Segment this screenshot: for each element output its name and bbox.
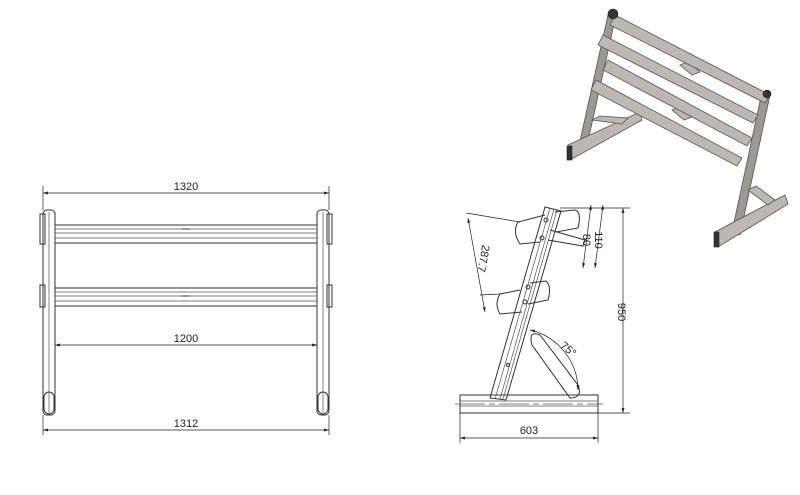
right-foot [317,391,329,415]
dim-line-110 [594,204,604,269]
angle-arc [529,329,580,391]
dim-287-7: 287.7 [475,244,492,273]
iso-lower-front-bar [590,79,743,167]
dim-line-80 [582,204,592,269]
right-upright [316,209,330,416]
isometric-view [566,8,789,248]
dim-75-deg: 75° [558,340,578,360]
lower-bar [54,287,318,307]
dim-950: 950 [615,303,627,321]
dim-line-287-7 [467,217,486,313]
dim-110: 110 [592,231,604,249]
iso-top-front-bar [597,34,759,124]
dim-603: 603 [520,425,538,437]
dim-1320: 1320 [174,181,198,193]
iso-lower-back-bar [602,59,753,147]
iso-top-back-bar [609,14,771,104]
front-view: 1320 1200 1312 [39,181,333,435]
dim-80: 80 [580,234,592,246]
dim-1312: 1312 [174,418,198,430]
side-view: 950 603 287.7 80 110 75° [455,204,630,443]
left-foot [43,391,55,415]
top-bar [54,224,318,244]
dim-1200: 1200 [174,333,198,345]
left-upright [42,209,56,416]
